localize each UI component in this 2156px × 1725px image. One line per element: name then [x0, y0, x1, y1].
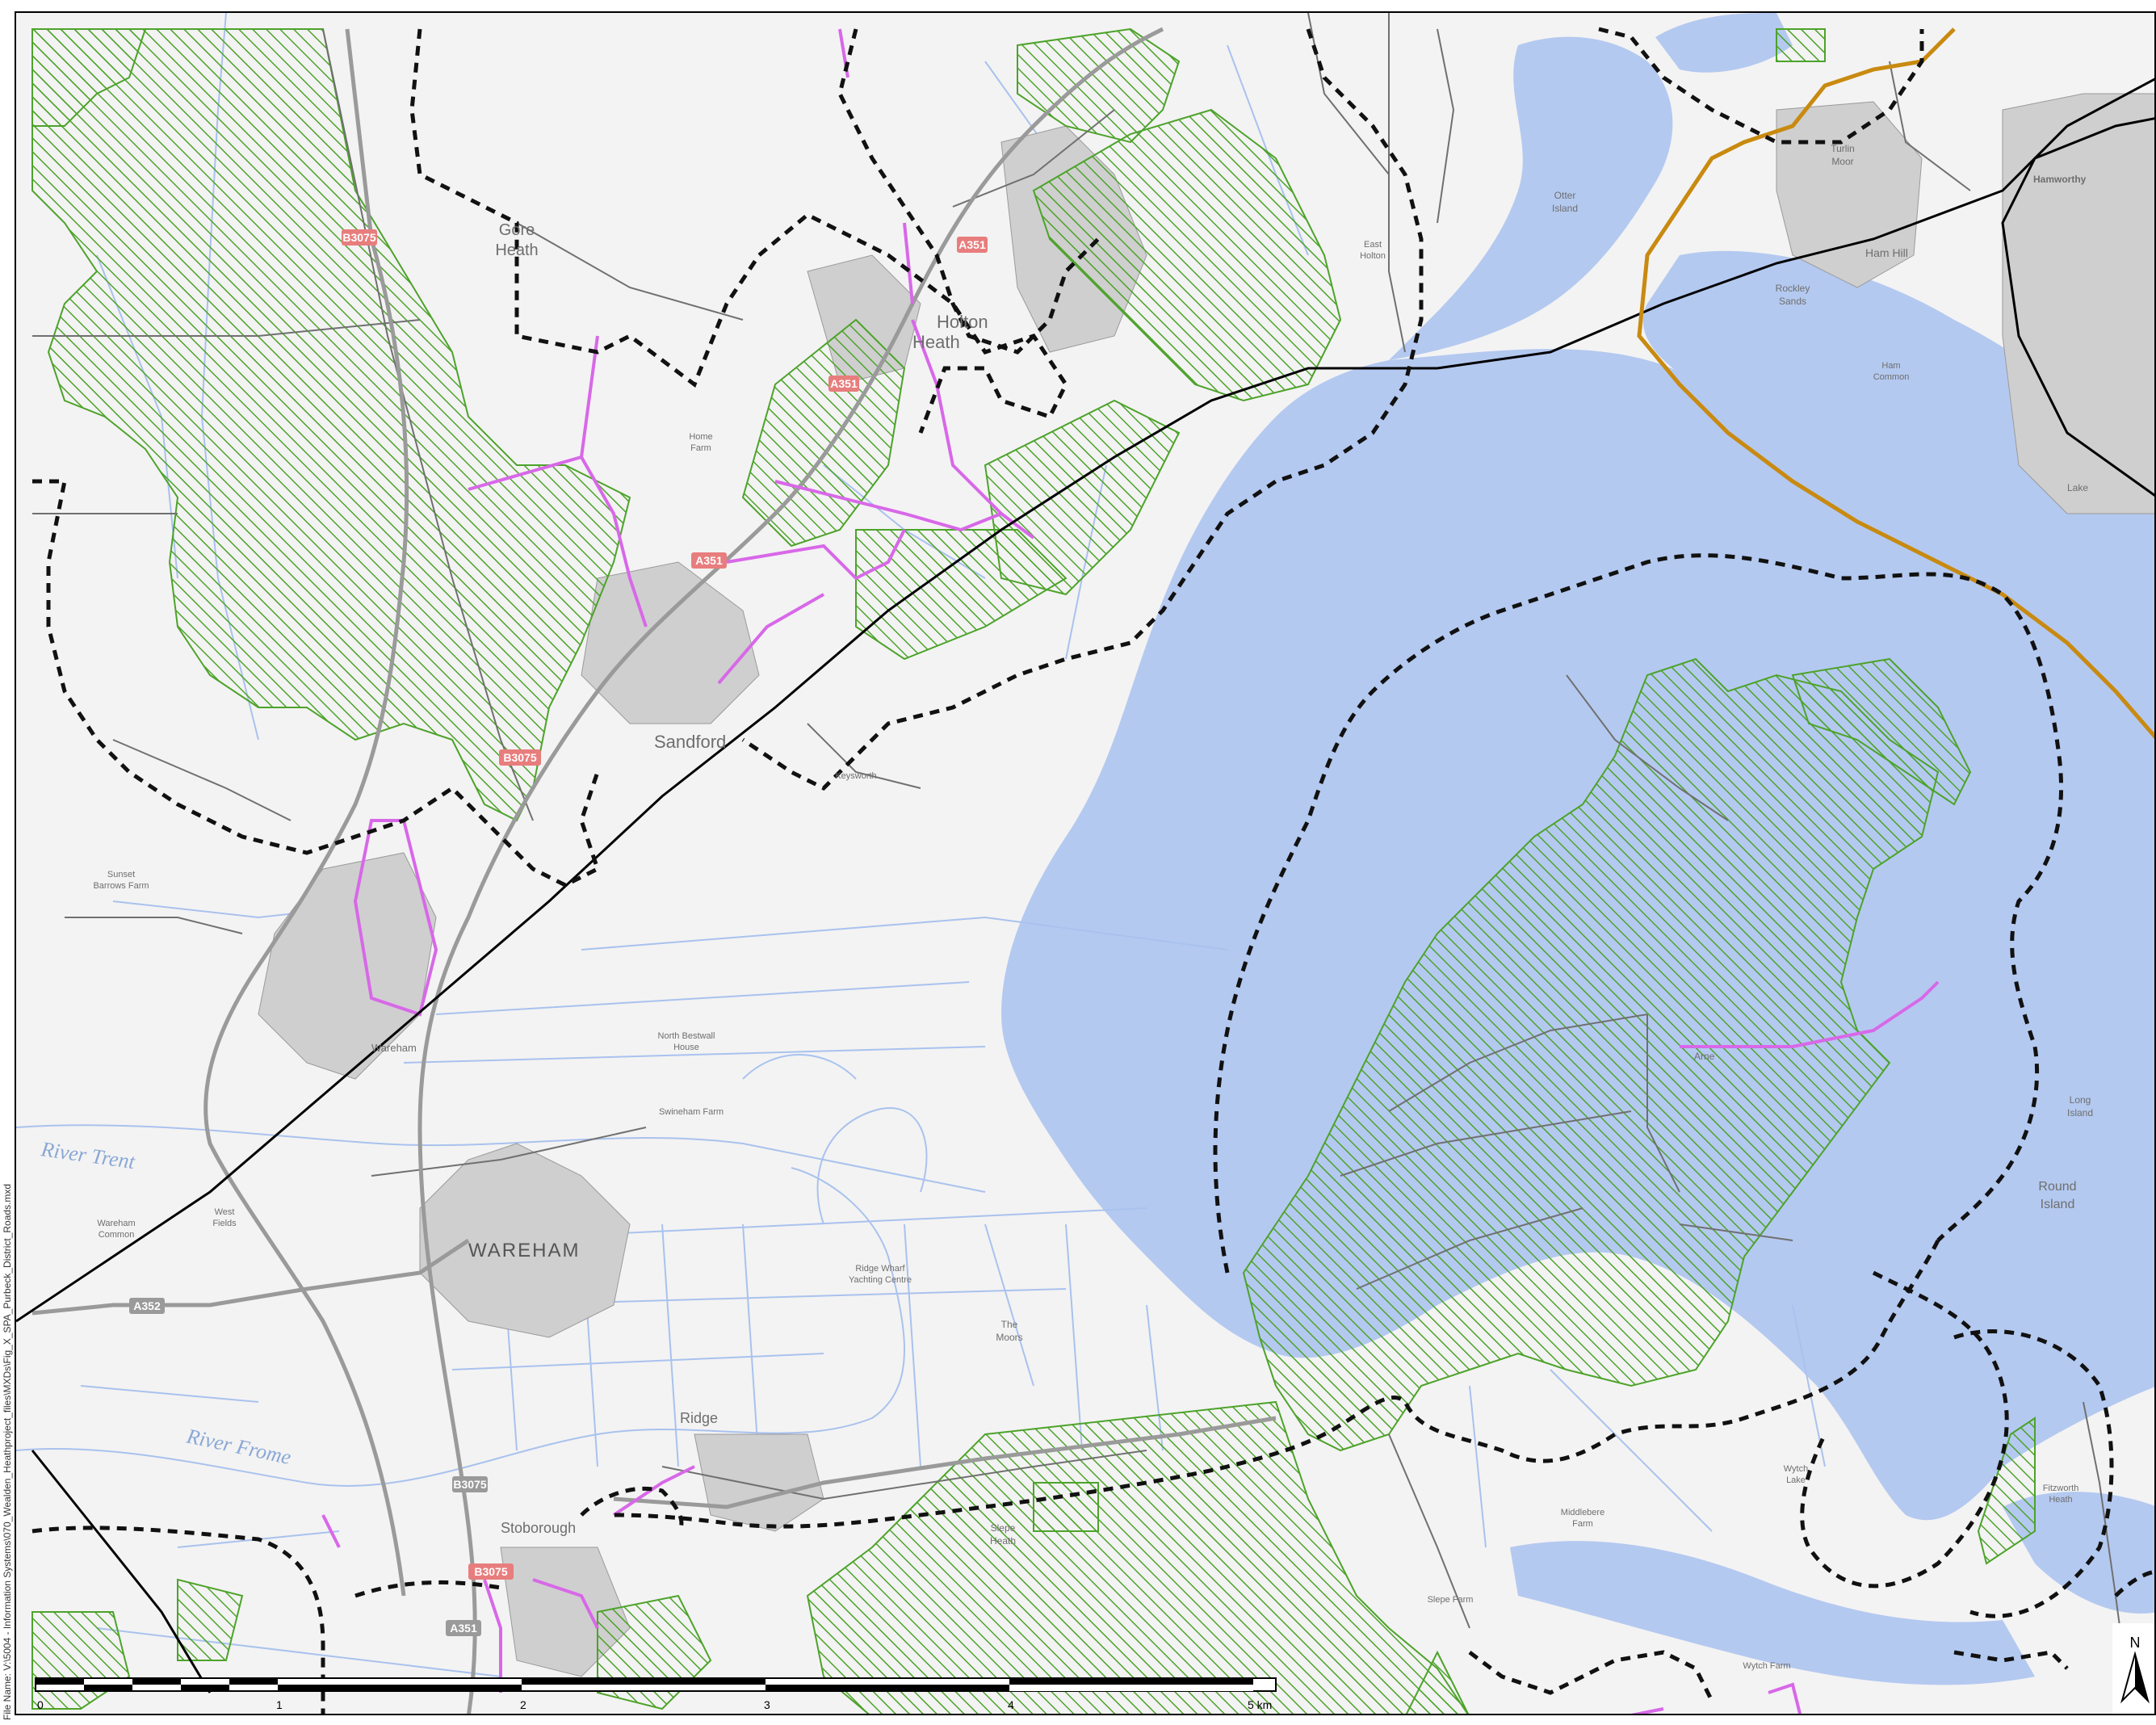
label-wytch-lake: Wytch: [1784, 1464, 1808, 1474]
file-name-text: File Name: V:\5004 - Information Systems…: [2, 1183, 13, 1720]
label-long-island: Long: [2070, 1094, 2091, 1106]
label-ridge: Ridge: [680, 1410, 718, 1426]
svg-text:Farm: Farm: [1572, 1519, 1593, 1529]
map-canvas[interactable]: B3075 A351 A351 A351 B3075 A352 B3075 B3…: [16, 13, 2156, 1715]
label-sandford: Sandford: [654, 732, 726, 752]
label-wareham-station: Wareham: [371, 1042, 417, 1054]
label-otter-island: Otter: [1554, 190, 1576, 201]
svg-text:Common: Common: [1873, 372, 1910, 382]
label-north-bestwall: North Bestwall: [658, 1031, 715, 1041]
label-ridge-wharf: Ridge Wharf: [855, 1264, 905, 1274]
scale-label-2: 2: [520, 1698, 526, 1711]
road-shield: B3075: [342, 229, 377, 246]
label-slepe-farm: Slepe Farm: [1428, 1595, 1474, 1605]
label-stoborough: Stoborough: [501, 1520, 576, 1536]
north-arrow: N: [2112, 1623, 2154, 1714]
district-roads: [321, 28, 1940, 1714]
label-turlin-moor: Turlin: [1831, 143, 1855, 154]
label-round-island: Round: [2038, 1180, 2076, 1194]
svg-text:B3075: B3075: [503, 751, 536, 764]
scale-label-0: 0: [37, 1698, 44, 1711]
svg-text:Heath: Heath: [990, 1535, 1016, 1547]
label-gore-heath: Gore: [499, 221, 535, 239]
svg-text:Holton: Holton: [1360, 251, 1386, 261]
road-shield: B3075: [468, 1563, 514, 1580]
svg-text:House: House: [673, 1043, 699, 1052]
label-ham-hill: Ham Hill: [1865, 246, 1908, 259]
main-roads: [31, 27, 1277, 1714]
svg-text:A352: A352: [133, 1299, 161, 1312]
scale-label-5: 5 km: [1248, 1698, 1272, 1711]
pipeline: [1637, 27, 2154, 740]
svg-text:Fields: Fields: [212, 1219, 237, 1228]
label-west-fields: West: [215, 1207, 235, 1217]
svg-text:Heath: Heath: [912, 332, 960, 352]
scale-label-3: 3: [764, 1698, 770, 1711]
svg-text:B3075: B3075: [474, 1565, 507, 1578]
svg-text:Heath: Heath: [495, 241, 538, 259]
scale-bar: 0 1 2 3 4 5 km: [35, 1677, 1277, 1711]
label-ham-common: Ham: [1881, 361, 1900, 371]
svg-text:N: N: [2130, 1635, 2141, 1651]
file-name-note: File Name: V:\5004 - Information Systems…: [0, 969, 15, 1720]
label-holton-heath: Holton: [937, 312, 988, 332]
label-keysworth: Keysworth: [835, 771, 876, 781]
svg-text:Island: Island: [2067, 1107, 2093, 1119]
minor-roads: [32, 13, 2133, 1714]
svg-text:Barrows Farm: Barrows Farm: [93, 881, 149, 891]
label-hamworthy: Hamworthy: [2033, 174, 2087, 185]
scale-label-1: 1: [276, 1698, 283, 1711]
svg-text:Island: Island: [2041, 1198, 2075, 1211]
road-shield: A351: [446, 1620, 481, 1636]
svg-text:Moors: Moors: [996, 1332, 1022, 1343]
svg-text:B3075: B3075: [342, 231, 375, 244]
place-labels: Gore Heath Holton Heath Sandford WAREHAM…: [39, 143, 2093, 1671]
label-wytch-farm: Wytch Farm: [1743, 1661, 1790, 1671]
road-shield: A351: [691, 552, 727, 569]
svg-text:A351: A351: [450, 1622, 477, 1635]
label-the-moors: The: [1001, 1319, 1018, 1330]
map-frame: B3075 A351 A351 A351 B3075 A352 B3075 B3…: [15, 11, 2156, 1715]
label-slepe-heath: Slepe: [991, 1522, 1016, 1534]
label-home-farm: Home: [689, 432, 712, 442]
label-arne: Arne: [1694, 1051, 1715, 1062]
label-swineham-farm: Swineham Farm: [659, 1107, 724, 1117]
svg-text:A351: A351: [958, 238, 986, 251]
svg-text:Moor: Moor: [1831, 156, 1853, 167]
label-middlebere-farm: Middlebere: [1561, 1508, 1604, 1517]
road-shield: A351: [828, 376, 859, 392]
label-fitzworth-heath: Fitzworth: [2043, 1484, 2079, 1493]
svg-text:Island: Island: [1552, 203, 1578, 214]
label-east-holton: East: [1364, 240, 1382, 250]
road-shields: B3075 A351 A351 A351 B3075 A352 B3075 B3…: [129, 229, 988, 1636]
svg-text:Farm: Farm: [690, 443, 711, 453]
road-shield: A351: [957, 237, 988, 253]
label-wareham: WAREHAM: [468, 1240, 580, 1261]
spa-boundary: [31, 27, 2154, 1714]
svg-text:Heath: Heath: [2049, 1495, 2072, 1505]
road-shield: A352: [129, 1298, 165, 1314]
scale-label-4: 4: [1008, 1698, 1014, 1711]
svg-text:A351: A351: [830, 377, 858, 390]
label-wareham-common: Wareham: [97, 1219, 135, 1228]
svg-text:Common: Common: [99, 1230, 135, 1240]
road-shield: B3075: [452, 1476, 488, 1492]
svg-text:Yachting Centre: Yachting Centre: [849, 1275, 912, 1285]
railway-line: [16, 78, 2154, 1694]
svg-text:B3075: B3075: [453, 1478, 486, 1491]
label-rockley-sands: Rockley: [1776, 283, 1810, 294]
svg-text:Lake: Lake: [1786, 1475, 1806, 1485]
svg-text:A351: A351: [695, 554, 723, 567]
label-lake: Lake: [2067, 482, 2088, 493]
road-shield: B3075: [499, 749, 541, 766]
svg-text:Sands: Sands: [1779, 296, 1806, 307]
label-sunset-barrows: Sunset: [107, 870, 135, 879]
